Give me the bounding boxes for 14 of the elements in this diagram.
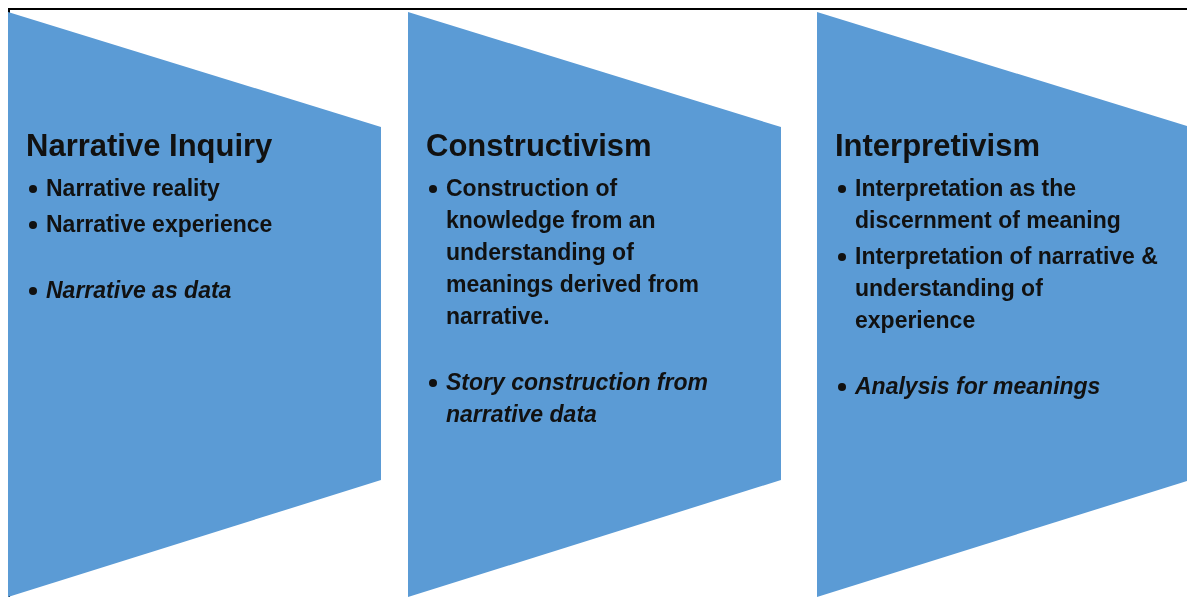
bullet-item: Interpretation of narrative & understanding of experience [835,240,1165,336]
heading: Interpretivism [835,127,1041,165]
bullet-item: Narrative as data [26,274,346,306]
bullet-item: Construction of knowledge from an understanding of meanings derived from narrative. [426,172,736,332]
chevron-shape [408,12,781,597]
chevron-shape [817,12,1187,597]
bullet-item: Story construction from narrative data [426,366,736,430]
chevron-shape [8,12,381,597]
bullet-item: Narrative reality [26,172,346,204]
bullet-item: Interpretation as the discernment of meaning [835,172,1165,236]
heading: Constructivism [426,127,653,165]
bullet-item: Narrative experience [26,208,346,240]
heading: Narrative Inquiry [26,127,274,165]
bullet-item: Analysis for meanings [835,370,1165,402]
